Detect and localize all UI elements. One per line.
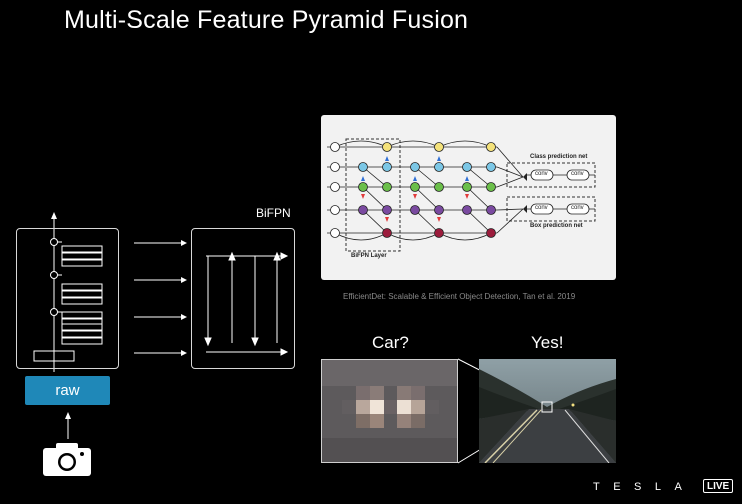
bifpn-lines	[204, 251, 289, 356]
night-road-image	[479, 359, 616, 463]
conv-label: conv	[571, 205, 584, 211]
backbone-diagram	[0, 200, 140, 380]
box-net-label: Box prediction net	[530, 223, 583, 229]
bifpn-label: BiFPN	[256, 206, 291, 220]
tesla-logo: TESLA	[593, 481, 696, 493]
camera-icon	[43, 443, 91, 476]
conv-label: conv	[535, 171, 548, 177]
figure-caption: EfficientDet: Scalable & Efficient Objec…	[343, 292, 576, 301]
yes-answer-label: Yes!	[531, 333, 564, 352]
feature-arrows	[134, 240, 187, 356]
bifpn-layer-label: BiFPN Layer	[351, 253, 387, 259]
conv-label: conv	[571, 171, 584, 177]
raw-button[interactable]: raw	[25, 376, 110, 405]
up-arrow-icon	[65, 412, 71, 439]
pixelated-car-crop	[321, 359, 458, 463]
page-title: Multi-Scale Feature Pyramid Fusion	[64, 6, 469, 34]
efficientdet-figure: Class prediction net Box prediction net …	[321, 115, 616, 280]
car-question-label: Car?	[372, 333, 409, 352]
live-badge: LIVE	[703, 479, 734, 493]
backbone-frame	[16, 228, 119, 369]
pixel-grid	[322, 360, 457, 462]
class-net-label: Class prediction net	[530, 154, 588, 160]
road-scene	[479, 359, 616, 463]
bifpn-frame	[191, 228, 295, 369]
conv-label: conv	[535, 205, 548, 211]
backbone-svg	[33, 212, 103, 372]
efficientdet-diagram	[327, 138, 596, 252]
